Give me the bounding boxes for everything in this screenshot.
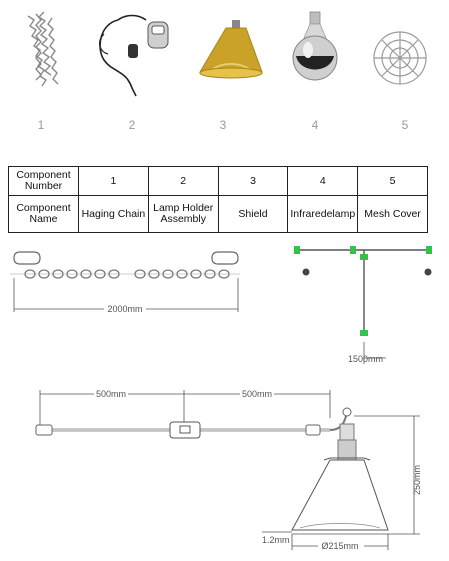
dimension-drawings: 2000mm 1500mm 500mm 500mm bbox=[10, 246, 432, 551]
image-number-3: 3 bbox=[219, 118, 227, 132]
row-header-number: Component Number bbox=[8, 166, 79, 196]
cell-number: 1 bbox=[78, 166, 149, 196]
table-row: Component Number 1 2 3 4 5 bbox=[8, 166, 428, 196]
shade-height-label: 250mm bbox=[412, 465, 422, 495]
lamp-diagram: 500mm 500mm 250mm Ø215mm 1.2mm bbox=[35, 388, 422, 551]
infrared-bulb-icon bbox=[292, 11, 338, 81]
image-number-5: 5 bbox=[401, 118, 409, 132]
cell-number: 5 bbox=[357, 166, 428, 196]
rim-label: 1.2mm bbox=[262, 535, 290, 545]
product-images bbox=[27, 11, 427, 97]
cable-diagram: 1500mm bbox=[294, 246, 432, 364]
cell-name: Mesh Cover bbox=[357, 195, 428, 233]
table-row: Component Name Haging Chain Lamp Holder … bbox=[8, 195, 428, 233]
mesh-cover-icon bbox=[373, 31, 427, 85]
component-table: Component Number 1 2 3 4 5 Component Nam… bbox=[8, 166, 428, 233]
row-header-name: Component Name bbox=[8, 195, 79, 233]
chain-diagram: 2000mm bbox=[10, 251, 240, 314]
cord-right-label: 500mm bbox=[242, 389, 272, 399]
gold-shield-icon bbox=[199, 20, 263, 79]
image-number-2: 2 bbox=[128, 118, 136, 132]
image-number-4: 4 bbox=[311, 118, 319, 132]
cell-number: 2 bbox=[147, 166, 219, 196]
cell-name: Lamp Holder Assembly bbox=[147, 195, 219, 233]
cell-name: Shield bbox=[217, 195, 289, 233]
chain-icon bbox=[27, 11, 59, 87]
cell-number: 3 bbox=[217, 166, 289, 196]
lamp-holder-icon bbox=[99, 14, 169, 97]
chain-length-label: 2000mm bbox=[107, 304, 142, 314]
shade-diameter-label: Ø215mm bbox=[321, 541, 358, 551]
cell-name: Haging Chain bbox=[78, 195, 149, 233]
image-number-1: 1 bbox=[37, 118, 45, 132]
cell-number: 4 bbox=[287, 166, 359, 196]
cell-name: Infraredelamp bbox=[287, 195, 359, 233]
cable-length-label: 1500mm bbox=[348, 354, 383, 364]
cord-left-label: 500mm bbox=[96, 389, 126, 399]
